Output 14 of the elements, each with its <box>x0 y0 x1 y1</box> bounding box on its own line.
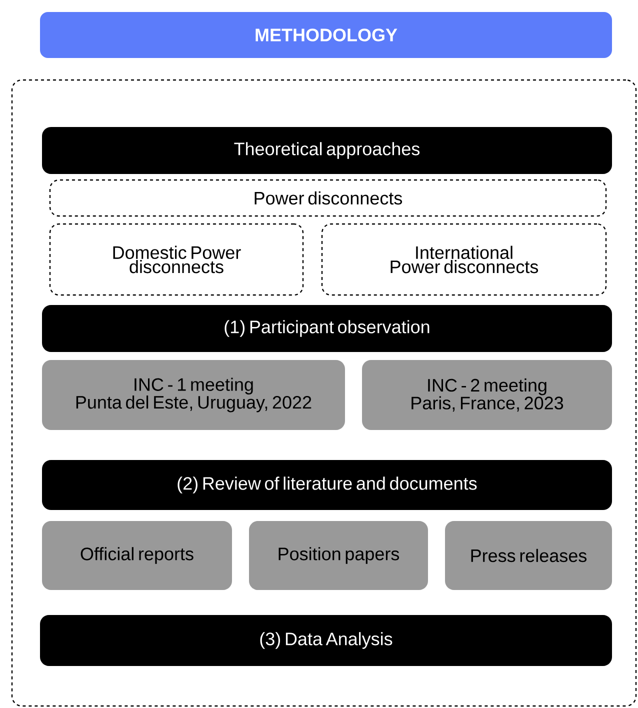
section-bar: (1) Participant observation <box>42 305 612 352</box>
source-box: INC - 2 meeting Paris, France, 2023 <box>362 360 612 430</box>
section-bar: (3) Data Analysis <box>40 615 612 666</box>
title-banner: METHODOLOGY <box>40 12 612 58</box>
section-bar: (2) Review of literature and documents <box>42 460 612 510</box>
source-box: Official reports <box>42 521 232 590</box>
section-bar: Theoretical approaches <box>42 127 612 174</box>
source-box: Press releases <box>445 521 612 590</box>
category-box: International Power disconnects <box>321 223 607 296</box>
source-box: Position papers <box>249 521 428 590</box>
category-box: Power disconnects <box>49 179 607 217</box>
source-box: INC - 1 meeting Punta del Este, Uruguay, 2022 <box>42 360 345 430</box>
category-box: Domestic Power disconnects <box>49 223 304 296</box>
dashed-frame <box>11 79 637 707</box>
